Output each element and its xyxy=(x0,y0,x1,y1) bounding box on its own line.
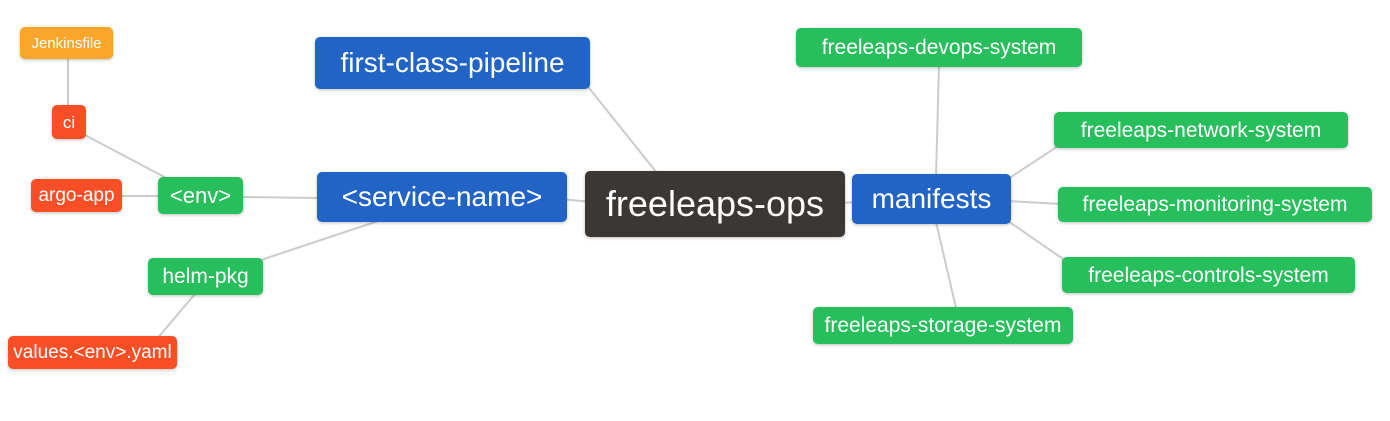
node-freeleaps-monitoring-system[interactable]: freeleaps-monitoring-system xyxy=(1058,187,1372,222)
edge-helm-pkg-values-env-yaml xyxy=(155,293,196,341)
node-freeleaps-devops-system[interactable]: freeleaps-devops-system xyxy=(796,28,1082,67)
node-env[interactable]: <env> xyxy=(158,177,243,214)
node-first-class-pipeline[interactable]: first-class-pipeline xyxy=(315,37,590,89)
edge-manifests-freeleaps-devops-system xyxy=(935,65,940,177)
edge-manifests-freeleaps-monitoring-system xyxy=(1007,200,1062,205)
node-helm-pkg[interactable]: helm-pkg xyxy=(148,258,263,295)
node-freeleaps-storage-system[interactable]: freeleaps-storage-system xyxy=(813,307,1073,344)
edge-manifests-freeleaps-storage-system xyxy=(935,221,957,309)
node-freeleaps-controls-system[interactable]: freeleaps-controls-system xyxy=(1062,257,1355,293)
node-values-env-yaml[interactable]: values.<env>.yaml xyxy=(8,336,177,369)
node-jenkinsfile[interactable]: Jenkinsfile xyxy=(20,27,113,59)
node-ci[interactable]: ci xyxy=(52,105,86,139)
node-argo-app[interactable]: argo-app xyxy=(31,179,122,212)
edge-manifests-freeleaps-controls-system xyxy=(1007,220,1067,262)
node-manifests[interactable]: manifests xyxy=(852,174,1011,224)
edge-service-name-helm-pkg xyxy=(257,220,379,262)
edge-ci-env xyxy=(82,133,171,181)
node-service-name[interactable]: <service-name> xyxy=(317,172,567,222)
edge-manifests-freeleaps-network-system xyxy=(1004,145,1059,182)
node-freeleaps-ops[interactable]: freeleaps-ops xyxy=(585,171,845,237)
edge-first-class-pipeline-freeleaps-ops xyxy=(588,87,658,174)
edge-env-service-name xyxy=(242,196,318,199)
node-freeleaps-network-system[interactable]: freeleaps-network-system xyxy=(1054,112,1348,148)
